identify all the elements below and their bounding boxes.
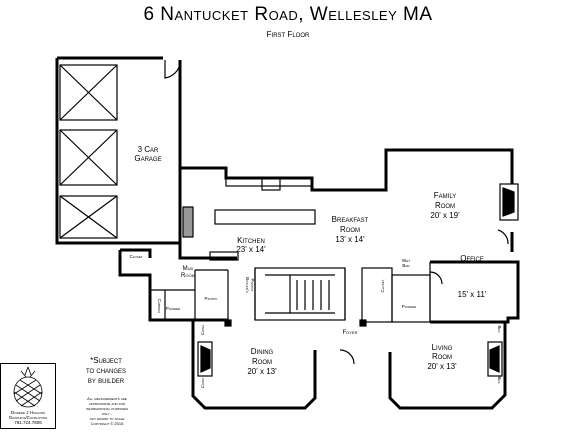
family-room-dims: 20' x 19' [430, 211, 460, 220]
closet-right-label: Closet [380, 279, 385, 292]
china-dining-top-label: China [200, 325, 205, 335]
pantry-label: Pantry [204, 296, 217, 301]
living-room-label-2: Room [432, 352, 452, 361]
breakfast-room-dims: 13' x 14' [335, 235, 365, 244]
garage-walls [55, 58, 182, 245]
powder-right-label: Powder [402, 304, 417, 309]
cubbies-label: Cubbies [157, 299, 162, 313]
designer-logo: Dorene J Higgons Graphics/Consulting 781… [0, 363, 56, 429]
breakfast-room-label-2: Room [340, 225, 360, 234]
builder-note-line1: *Subject [90, 356, 122, 365]
closet-top-label: Closet [129, 254, 142, 259]
family-room-label-1: Family [434, 191, 456, 200]
office-label: Office [460, 254, 484, 263]
logo-text: Dorene J Higgons Graphics/Consulting 781… [1, 410, 55, 425]
disclaimer-line4: only - [101, 411, 113, 416]
garage-label-2: Garage [134, 154, 161, 163]
bks-bottom-label: Bks [497, 376, 502, 383]
living-room-label-1: Living [432, 343, 453, 352]
dining-room-dims: 20' x 13' [247, 367, 277, 376]
disclaimer-line3: informational purposes [85, 406, 129, 411]
disclaimer-line1: All measurements are [87, 396, 127, 401]
china-dining-bottom-label: China [200, 378, 205, 388]
interior-walls [59, 60, 519, 377]
garage-label-1: 3 Car [138, 145, 159, 154]
dining-room-label-1: Dining [251, 347, 274, 356]
wet-bar-label-1: Wet [402, 258, 410, 263]
pineapple-icon [13, 366, 43, 408]
logo-line3: 781.724.7806 [14, 420, 42, 425]
exterior-walls [55, 56, 520, 410]
mud-room-label-1: Mud [183, 266, 194, 272]
bks-top-label: Bks [497, 325, 502, 332]
builder-note: *Subject to changes by builder [76, 356, 136, 386]
dining-room-label-2: Room [252, 357, 272, 366]
wet-bar-label-2: Bar [402, 263, 410, 268]
plan-title: 6 Nantucket Road, Wellesley MA [143, 4, 433, 25]
office-dims: 15' x 11' [458, 290, 487, 299]
butlers-pantry-label-2: Pantry [250, 278, 255, 291]
foyer-label: Foyer [342, 330, 357, 336]
powder-left-label: Powder [166, 306, 181, 311]
living-room-dims: 20' x 13' [427, 362, 457, 371]
breakfast-room-label-1: Breakfast [332, 215, 369, 224]
logo-line2: Graphics/Consulting [8, 415, 48, 420]
builder-note-line2: to changes [85, 366, 127, 375]
butlers-pantry-label-1: Butler's [245, 277, 250, 293]
logo-line1: Dorene J Higgons [11, 410, 45, 415]
builder-note-line3: by builder [87, 376, 125, 385]
disclaimer-line2: approximate and for [88, 401, 126, 406]
floor-label: First Floor [266, 30, 310, 39]
disclaimer-line6: Copyright © 2015 [90, 421, 124, 426]
disclaimer: All measurements are approximate and for… [76, 396, 138, 426]
mud-room-label-2: Room [181, 273, 195, 279]
disclaimer-line5: not drawn to scale [89, 416, 125, 421]
kitchen-dims: 23' x 14' [236, 245, 266, 254]
kitchen-label: Kitchen [237, 236, 265, 245]
family-room-label-2: Room [435, 201, 455, 210]
